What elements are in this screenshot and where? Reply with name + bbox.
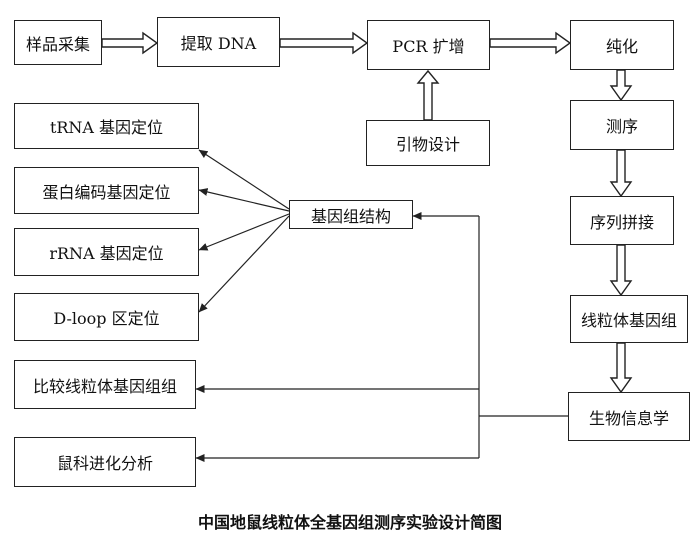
box-sequence-assembly: 序列拼接 [570, 196, 674, 245]
box-muridae-evolution-analysis: 鼠科进化分析 [14, 437, 196, 487]
box-purification: 纯化 [570, 20, 674, 70]
box-mitochondrial-genome: 线粒体基因组 [570, 295, 688, 343]
line-connectors [195, 149, 568, 462]
hollow-arrow-extract-to-pcr [279, 31, 369, 55]
box-dna-extraction: 提取 DNA [157, 17, 280, 67]
box-sequencing: 测序 [570, 100, 674, 150]
hollow-arrow-pcr-to-purify [489, 31, 572, 55]
box-rrna-gene-locating: rRNA 基因定位 [14, 228, 199, 276]
hollow-arrow-sequencing-to-assembly [609, 149, 633, 198]
hollow-arrow-primer-to-pcr [416, 69, 440, 121]
box-trna-gene-locating: tRNA 基因定位 [14, 103, 199, 149]
hollow-arrow-purify-to-sequencing [609, 69, 633, 102]
hollow-arrow-sample-to-extract [101, 31, 159, 55]
box-protein-coding-gene-locating: 蛋白编码基因定位 [14, 167, 199, 214]
box-primer-design: 引物设计 [366, 120, 490, 166]
box-pcr-amplification: PCR 扩增 [367, 20, 490, 70]
hollow-arrow-assembly-to-mitogenome [609, 244, 633, 297]
box-dloop-locating: D-loop 区定位 [14, 293, 199, 341]
hollow-arrow-mitogenome-to-bioinfo [609, 342, 633, 394]
box-compare-mitochondrial-genomes: 比较线粒体基因组组 [14, 360, 196, 409]
box-sample-collection: 样品采集 [14, 20, 102, 65]
box-bioinformatics: 生物信息学 [568, 392, 690, 441]
box-genome-structure: 基因组结构 [289, 200, 413, 229]
figure-caption: 中国地鼠线粒体全基因组测序实验设计简图 [197, 513, 502, 532]
